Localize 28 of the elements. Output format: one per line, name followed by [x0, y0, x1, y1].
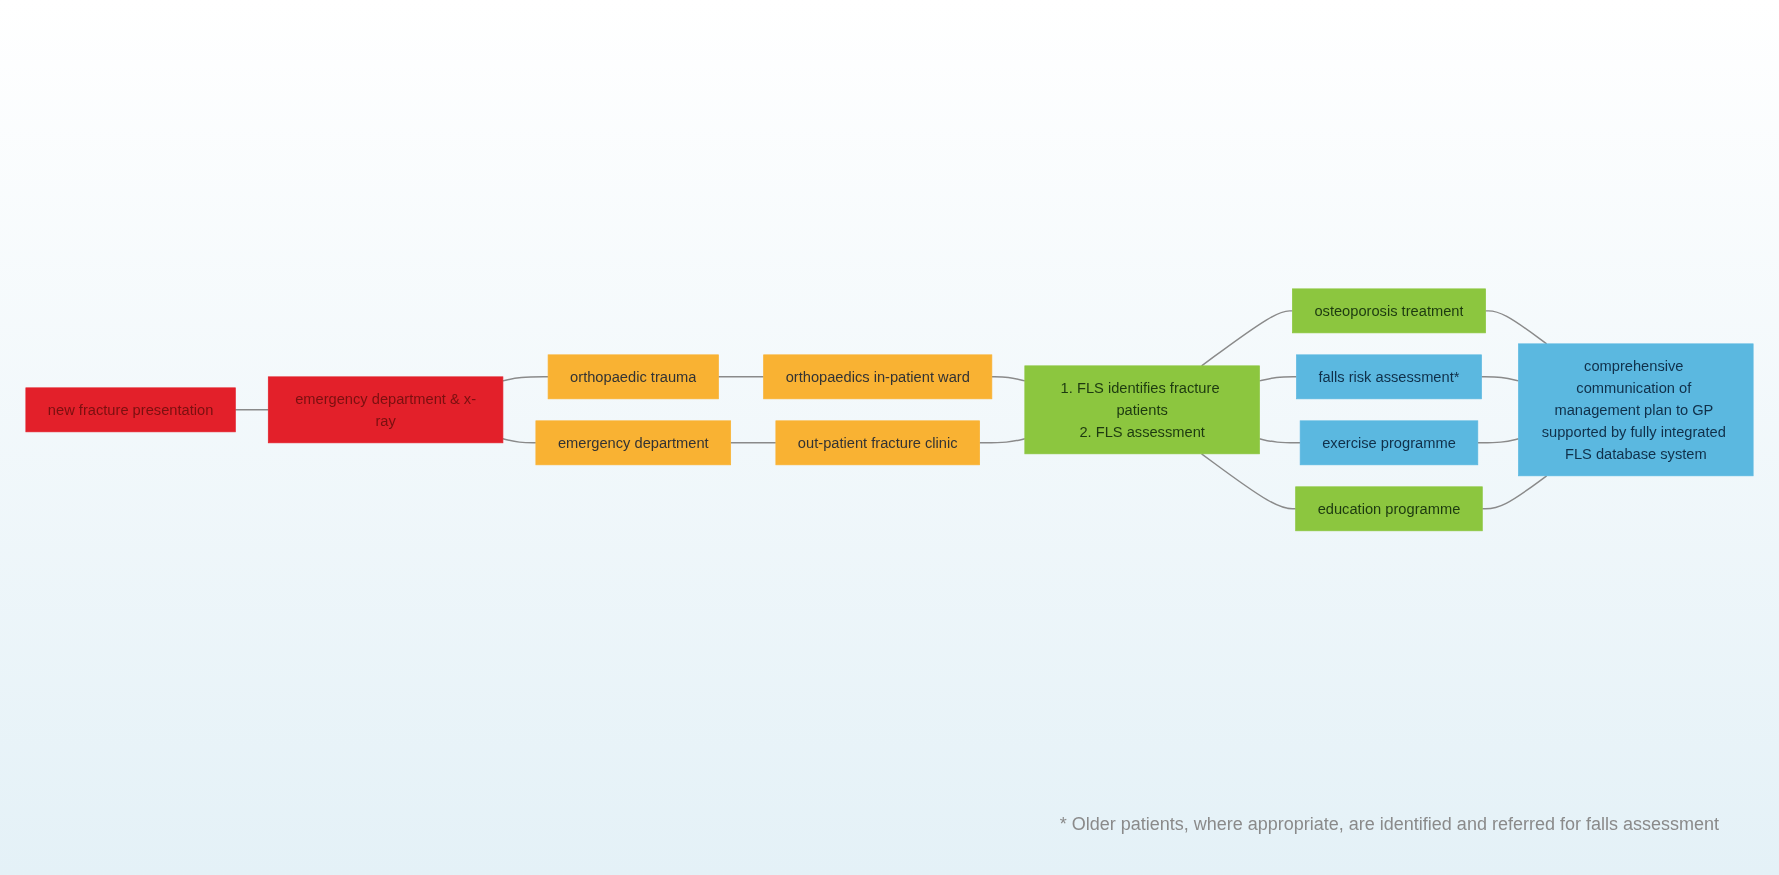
node-box: exercise programme — [1299, 420, 1479, 466]
node-box: orthopaedic trauma — [547, 354, 719, 400]
connector — [1258, 376, 1298, 382]
footnote: * Older patients, where appropriate, are identified and referred for falls assessment — [1059, 814, 1719, 835]
node-box: out-patient fracture clinic — [775, 420, 980, 466]
connector — [717, 376, 765, 378]
node-box: emergency department & x-ray — [267, 376, 504, 444]
connector — [1258, 438, 1301, 444]
node-box: 1. FLS identifies fracture patients 2. FLS assessment — [1024, 365, 1260, 455]
node-box: education programme — [1295, 486, 1483, 532]
connector — [502, 438, 537, 444]
connector — [234, 409, 270, 411]
connector — [1200, 310, 1294, 367]
node-box: emergency department — [535, 420, 732, 466]
connector — [1480, 376, 1520, 382]
connector — [1484, 310, 1548, 345]
node-box: comprehensive communication of management plan to GP supported by fully integrated FLS database system — [1518, 343, 1754, 477]
connector — [1481, 475, 1548, 510]
connector — [729, 442, 777, 444]
node-box: falls risk assessment* — [1296, 354, 1482, 400]
node-box: new fracture presentation — [25, 387, 236, 433]
connector — [1477, 438, 1520, 444]
node-box: orthopaedics in-patient ward — [763, 354, 993, 400]
connector — [1200, 453, 1297, 510]
connector — [978, 438, 1026, 444]
node-box: osteoporosis treatment — [1292, 288, 1486, 334]
connector — [502, 376, 549, 382]
connector — [991, 376, 1026, 382]
